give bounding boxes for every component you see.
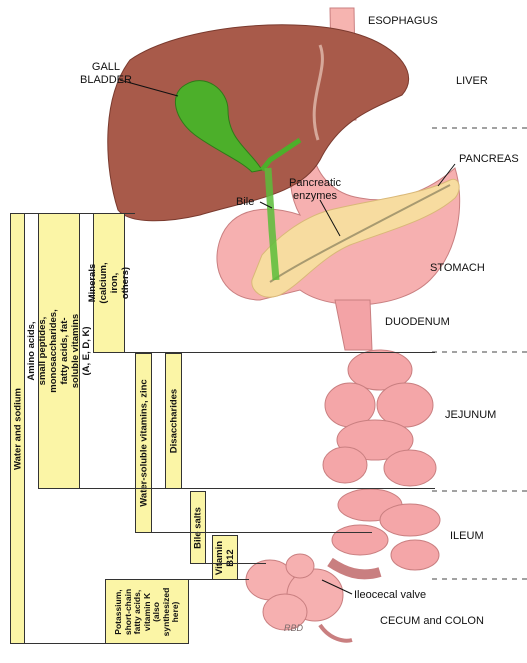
connector-bottom [25,643,189,644]
text-amino-acids: Amino acids, small peptides, monosacchar… [26,309,92,393]
connector-ileum [189,579,249,580]
connector-water-soluble [152,532,372,533]
label-stomach: STOMACH [430,262,485,274]
label-duodenum: DUODENUM [385,316,450,328]
label-pancreatic-enzymes: Pancreatic enzymes [289,177,341,202]
text-water-sodium: Water and sodium [12,387,23,470]
hepatic-duct [260,137,302,172]
text-minerals: Minerals (calcium, iron, others) [87,262,131,304]
connector-duodenum [125,352,435,353]
label-jejunum: JEJUNUM [445,409,497,421]
common-bile-duct [264,167,280,281]
label-pancreas: PANCREAS [459,153,519,165]
label-liver: LIVER [456,75,488,87]
leader-pancreas [437,163,456,187]
text-potassium: Potassium, short-chain fatty acids, vita… [112,587,180,636]
leader-bile [259,201,273,209]
ileum-shape [327,488,441,580]
pancreatic-duct [269,184,451,283]
label-bile: Bile [236,196,255,208]
bar-potassium: Potassium, short-chain fatty acids, vita… [105,579,189,644]
connector-top [25,213,135,214]
bar-water-soluble-vitamins: Water-soluble vitamins, zinc [135,353,152,533]
label-ileum: ILEUM [450,530,484,542]
label-cecum-colon: CECUM and COLON [380,615,484,627]
duodenum-shape [334,299,373,351]
liver-ligament [312,44,324,141]
cecum-colon-shape [245,553,353,643]
bar-amino-acids: Amino acids, small peptides, monosacchar… [26,213,92,489]
jejunum-shape [322,349,437,487]
bar-bile-salts: Bile salts [190,491,206,564]
leader-gall-bladder [119,79,179,97]
label-ileocecal-valve: Ileocecal valve [354,589,427,601]
text-vitamin-b12: Vitamin B12 [214,540,236,575]
artist-signature: RBD [284,623,304,633]
leader-pancreatic-enzymes [319,199,341,237]
bar-minerals: Minerals (calcium, iron, others) [87,213,131,353]
label-esophagus: ESOPHAGUS [368,15,438,27]
connector-bile-salts [206,563,266,564]
connector-jejunum [80,488,435,489]
leader-ileocecal-valve [321,579,353,595]
text-disaccharides: Disaccharides [168,388,179,454]
bar-disaccharides: Disaccharides [165,353,182,489]
bar-vitamin-b12: Vitamin B12 [212,535,238,580]
text-bile-salts: Bile salts [192,506,204,549]
gallbladder-shape [175,80,263,173]
bar-water-sodium: Water and sodium [10,213,25,644]
label-gall-bladder: GALL BLADDER [80,61,132,86]
liver-shape [107,24,410,222]
pancreas-shape [251,178,460,298]
